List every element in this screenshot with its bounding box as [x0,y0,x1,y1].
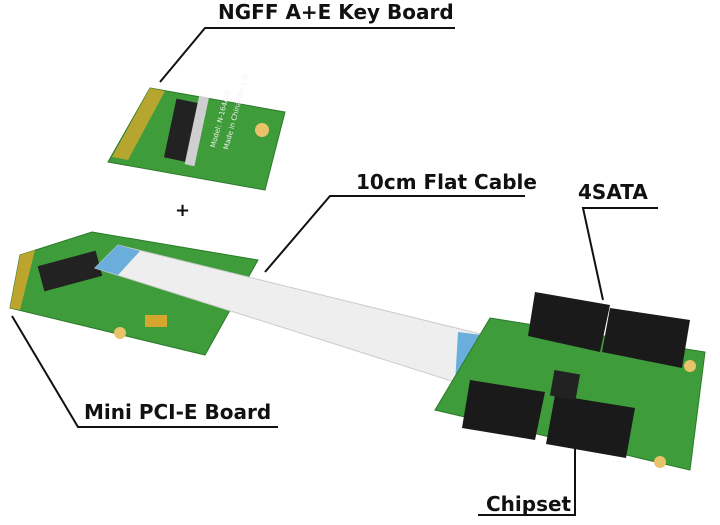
sata-port-3 [462,380,545,440]
ngff-board: Model: N-164AYE Made in China Ver:1.0 [107,74,286,191]
sata-port-1 [528,292,610,352]
leader-ngff [159,27,455,83]
leader-cable [264,195,525,273]
sata-board [434,292,706,471]
chipset-ic [549,369,581,401]
mini-pcie-board [9,231,259,356]
leader-lines [11,27,658,516]
mount-hole [255,123,269,137]
label-ngff-board: NGFF A+E Key Board [218,0,454,24]
sata-port-2 [602,308,690,368]
label-mini-pcie-board: Mini PCI-E Board [84,400,272,424]
plus-sign: + [175,200,191,221]
leader-sata [581,207,658,301]
label-flat-cable: 10cm Flat Cable [356,170,537,194]
label-sata-ports: 4SATA [578,180,648,204]
label-chipset: Chipset [486,492,572,516]
sata-port-4 [546,395,635,458]
leader-mini [11,315,278,428]
